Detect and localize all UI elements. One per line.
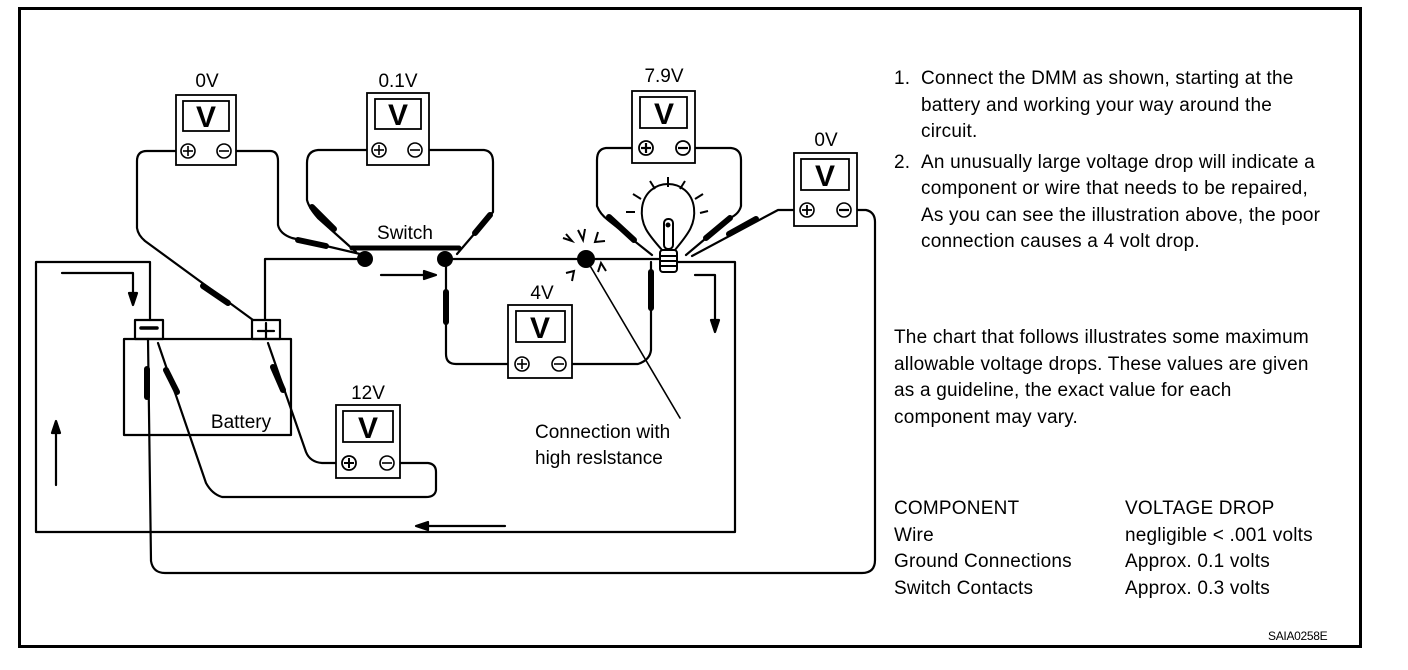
battery-body (122, 337, 293, 437)
dmm-meter-battery: V 12V (335, 383, 401, 479)
switch-label: Switch (377, 223, 433, 244)
instruction-item: 1.Connect the DMM as shown, starting at … (894, 68, 1294, 142)
test-lead (570, 260, 653, 366)
dmm-meter-connection: V 4V (507, 283, 573, 379)
instruction-item: 2.An unusually large voltage drop will i… (894, 151, 1321, 253)
test-lead (305, 148, 369, 254)
table-header-row: COMPONENT VOLTAGE DROP (894, 496, 1313, 523)
table-header: VOLTAGE DROP (1125, 498, 1275, 519)
bulb-light-rays (626, 177, 709, 214)
meter-reading: 12V (351, 383, 385, 404)
table-row: Wire negligible < .001 volts (894, 524, 1313, 546)
connection-label-line2: high reslstance (535, 448, 663, 469)
table-row: Switch Contacts Approx. 0.3 volts (894, 577, 1270, 599)
spark-icon (562, 228, 607, 282)
instructions: 1.Connect the DMM as shown, starting at … (894, 66, 1334, 260)
meter-reading: 7.9V (644, 66, 683, 87)
meter-reading: 0V (814, 130, 838, 151)
battery-label: Battery (211, 412, 272, 433)
circuit-wire-battery-positive (263, 257, 367, 322)
switch-contact-right (437, 251, 453, 267)
svg-text:V: V (654, 98, 674, 131)
table-row: Ground Connections Approx. 0.1 volts (894, 551, 1270, 572)
svg-text:V: V (815, 160, 835, 193)
test-lead (595, 146, 654, 257)
svg-text:V: V (388, 99, 408, 132)
test-lead (234, 149, 362, 256)
meter-reading: 4V (530, 283, 554, 304)
figure-frame (18, 7, 1362, 648)
dmm-meter-bulb-ground: V 0V (793, 130, 858, 227)
test-lead (690, 208, 796, 258)
current-arrow-icon (60, 271, 135, 302)
explanation-paragraph: The chart that follows illustrates some … (894, 327, 1309, 428)
test-lead (146, 208, 877, 575)
current-arrow-icon (693, 273, 717, 330)
figure-code: SAIA0258E (1268, 629, 1328, 643)
high-resistance-connection (577, 250, 595, 268)
test-lead (135, 149, 255, 322)
connection-label-line1: Connection with (535, 422, 670, 443)
svg-text:V: V (196, 101, 216, 134)
svg-text:V: V (358, 412, 378, 445)
meter-reading: 0V (195, 71, 219, 92)
switch-contact-left (357, 251, 373, 267)
table-header: COMPONENT (894, 498, 1020, 519)
callout-line (588, 263, 681, 419)
test-lead (156, 341, 438, 499)
bulb-icon (640, 182, 696, 273)
dmm-meter-switch: V 0.1V (366, 71, 430, 166)
circuit-wire-ground-return (34, 260, 737, 534)
test-lead (444, 264, 510, 366)
test-lead (427, 148, 495, 256)
test-lead (266, 341, 338, 465)
test-lead (684, 146, 743, 257)
meter-reading: 0.1V (378, 71, 417, 92)
dmm-meter-bulb: V 7.9V (631, 66, 696, 164)
probe-tips (144, 204, 759, 400)
voltage-drop-table: COMPONENT VOLTAGE DROP Wire negligible <… (894, 496, 1313, 602)
svg-text:V: V (530, 312, 550, 345)
dmm-meter-battery-ground: V 0V (175, 71, 237, 166)
